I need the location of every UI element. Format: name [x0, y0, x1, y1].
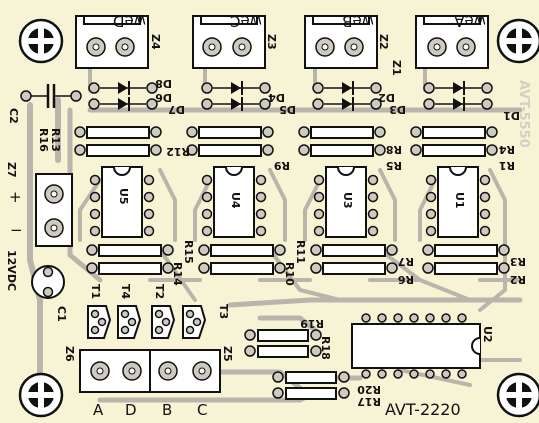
label-c2: C2	[7, 108, 20, 124]
board-title: AVT-2220	[385, 400, 461, 419]
output-letter-c: C	[197, 401, 207, 419]
label-d4: D4	[268, 91, 285, 104]
label-r19: R19	[300, 317, 324, 330]
ref-z1: Z1	[390, 60, 403, 76]
signal-label-wec: weC	[230, 12, 262, 30]
label-r6: R6	[398, 273, 414, 286]
label-u2: U2	[481, 326, 494, 343]
resistor-pair-r11-r10	[198, 244, 286, 275]
power-label: 12VDC	[5, 250, 18, 291]
diode-row-4	[423, 81, 493, 111]
label-d1: D1	[503, 109, 520, 122]
signal-label-web: weB	[342, 12, 374, 30]
output-letter-b: B	[162, 401, 172, 419]
connector-z4	[75, 15, 149, 69]
resistor-pair-r3-r2	[422, 244, 510, 275]
transistor-t3	[182, 305, 207, 339]
label-d2: D2	[378, 91, 395, 104]
minus-sign: −	[10, 221, 23, 239]
resistor-pair-r20-r17	[272, 371, 350, 400]
label-d5: D5	[279, 103, 296, 116]
label-r17: R17	[357, 395, 381, 408]
label-r11: R11	[294, 240, 307, 264]
ref-z3: Z3	[265, 34, 278, 50]
label-r1: R1	[499, 159, 515, 172]
resistor-pair-r7-r6	[310, 244, 398, 275]
label-t2: T2	[153, 284, 166, 299]
signal-label-wea: weA	[454, 12, 486, 30]
label-r14: R14	[171, 262, 184, 286]
ic-u5	[89, 166, 155, 238]
mount-hole-top-left	[18, 18, 64, 64]
transistor-t2	[151, 305, 176, 339]
label-u3: U3	[341, 192, 354, 209]
label-d8: D8	[155, 77, 172, 90]
label-u4: U4	[229, 192, 242, 209]
label-c1: C1	[55, 306, 68, 322]
connector-z2	[304, 15, 378, 69]
label-r7: R7	[398, 255, 414, 268]
label-r15: R15	[182, 240, 195, 264]
label-u5: U5	[117, 188, 130, 205]
resistor-pair-r12-r9	[186, 126, 274, 157]
diode-row-3	[312, 81, 382, 111]
mirrored-board-code: AVT-5550	[516, 80, 531, 148]
label-d6: D6	[155, 91, 172, 104]
label-d7: D7	[168, 103, 185, 116]
mount-hole-bottom-left	[18, 372, 64, 418]
ref-z7: Z7	[5, 162, 18, 178]
label-r18: R18	[319, 336, 332, 360]
ref-z2: Z2	[377, 34, 390, 50]
label-r13: R13	[49, 128, 62, 152]
label-r4: R4	[499, 143, 515, 156]
diode-row-2	[201, 81, 271, 111]
label-t3: T3	[217, 304, 230, 319]
connector-z3	[192, 15, 266, 69]
label-r8: R8	[386, 143, 402, 156]
label-u1: U1	[453, 192, 466, 209]
label-r20: R20	[357, 383, 381, 396]
ic-u2	[351, 313, 481, 379]
mount-hole-bottom-right	[496, 372, 539, 418]
label-r16: R16	[37, 128, 50, 152]
resistor-pair-r15-r14	[86, 244, 174, 275]
resistor-pair-r13-r16	[74, 126, 162, 157]
label-r12: R12	[166, 145, 190, 158]
label-r5: R5	[386, 159, 402, 172]
diode-row-1	[88, 81, 158, 111]
resistor-pair-r4-r1	[410, 126, 498, 157]
output-letter-a: A	[93, 401, 104, 419]
resistor-pair-r8-r5	[298, 126, 386, 157]
connector-z5	[149, 349, 221, 393]
ref-z5: Z5	[221, 346, 234, 362]
connector-z1	[415, 15, 489, 69]
transistor-t4	[117, 305, 142, 339]
label-t1: T1	[89, 284, 102, 299]
signal-label-wed: weD	[113, 12, 146, 30]
resistor-pair-r19-r18	[244, 329, 322, 358]
label-r9: R9	[274, 159, 290, 172]
label-r3: R3	[510, 255, 526, 268]
ic-u1	[425, 166, 491, 238]
plus-sign: +	[9, 188, 22, 206]
ic-u4	[201, 166, 267, 238]
output-letter-d: D	[125, 401, 137, 419]
capacitor-c1	[31, 265, 65, 299]
label-t4: T4	[119, 284, 132, 300]
connector-z7	[35, 173, 73, 247]
mount-hole-top-right	[496, 18, 539, 64]
label-r10: R10	[283, 262, 296, 286]
capacitor-c2	[20, 84, 82, 108]
label-r2: R2	[510, 273, 526, 286]
transistor-t1	[87, 305, 112, 339]
ref-z6: Z6	[63, 346, 76, 362]
ic-u3	[313, 166, 379, 238]
connector-z6	[79, 349, 151, 393]
label-d3: D3	[389, 103, 406, 116]
ref-z4: Z4	[149, 34, 162, 50]
